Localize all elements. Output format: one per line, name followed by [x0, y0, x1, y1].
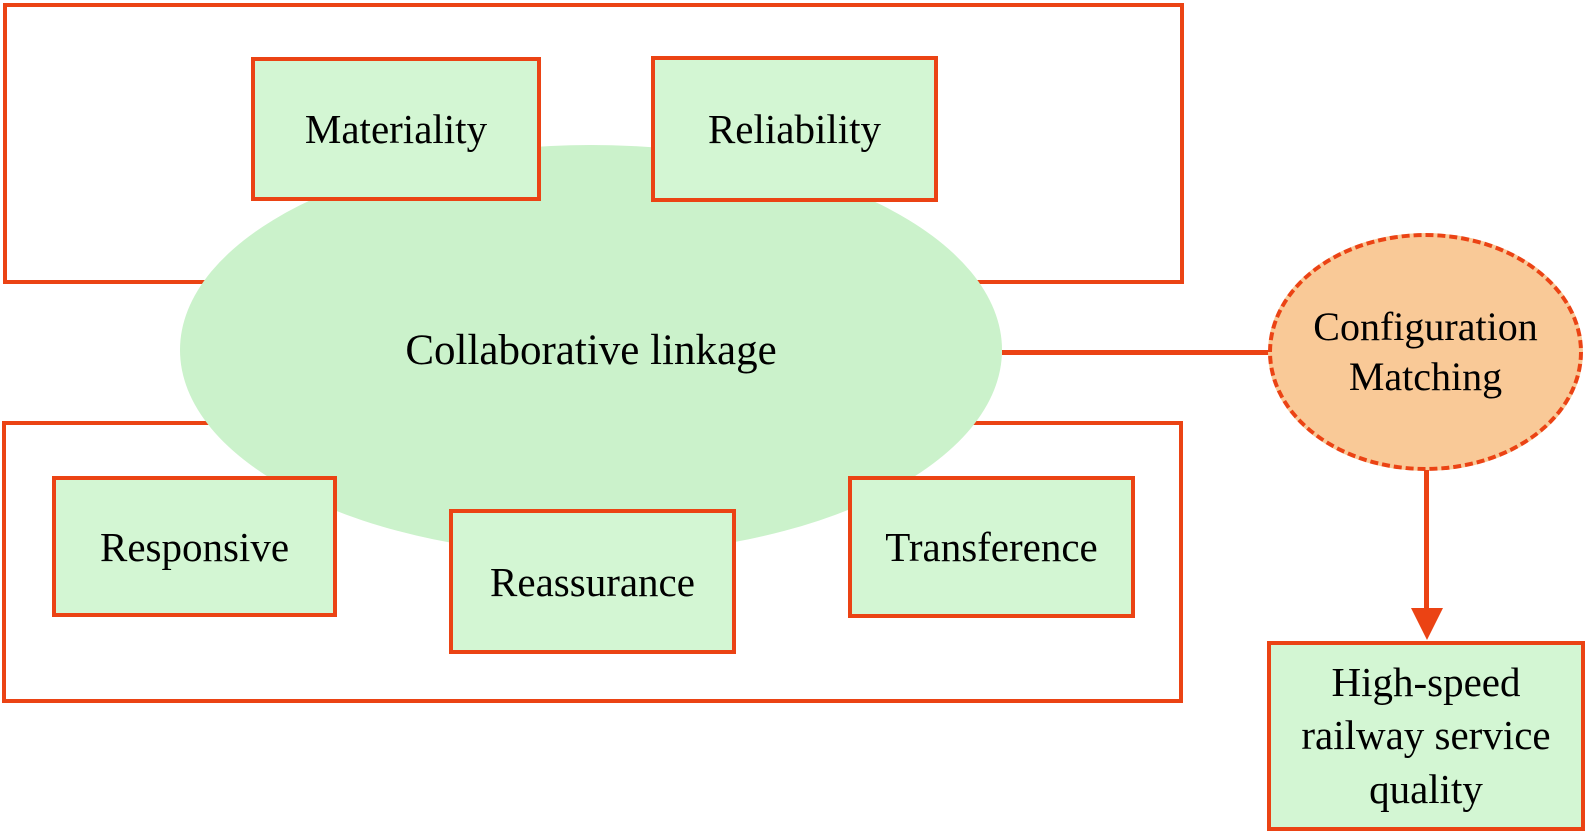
collaborative-linkage-label: Collaborative linkage	[405, 326, 777, 374]
materiality-label: Materiality	[304, 106, 488, 152]
reassurance-box: Reassurance	[449, 509, 736, 654]
reliability-box: Reliability	[651, 56, 938, 202]
linkage-to-matching-connector	[1002, 350, 1269, 355]
reassurance-label: Reassurance	[490, 558, 695, 605]
transference-box: Transference	[848, 476, 1135, 618]
matching-to-outcome-arrow-shaft	[1424, 470, 1429, 612]
materiality-box: Materiality	[251, 57, 541, 201]
responsive-box: Responsive	[52, 476, 337, 617]
arrow-down-icon	[1411, 608, 1443, 640]
transference-label: Transference	[885, 524, 1098, 570]
configuration-matching-ellipse: Configuration Matching	[1268, 233, 1583, 471]
outcome-box: High-speed railway service quality	[1267, 641, 1585, 831]
outcome-label: High-speed railway service quality	[1301, 659, 1551, 812]
configuration-matching-label: Configuration Matching	[1313, 304, 1538, 399]
responsive-label: Responsive	[99, 523, 290, 570]
reliability-label: Reliability	[707, 106, 882, 152]
